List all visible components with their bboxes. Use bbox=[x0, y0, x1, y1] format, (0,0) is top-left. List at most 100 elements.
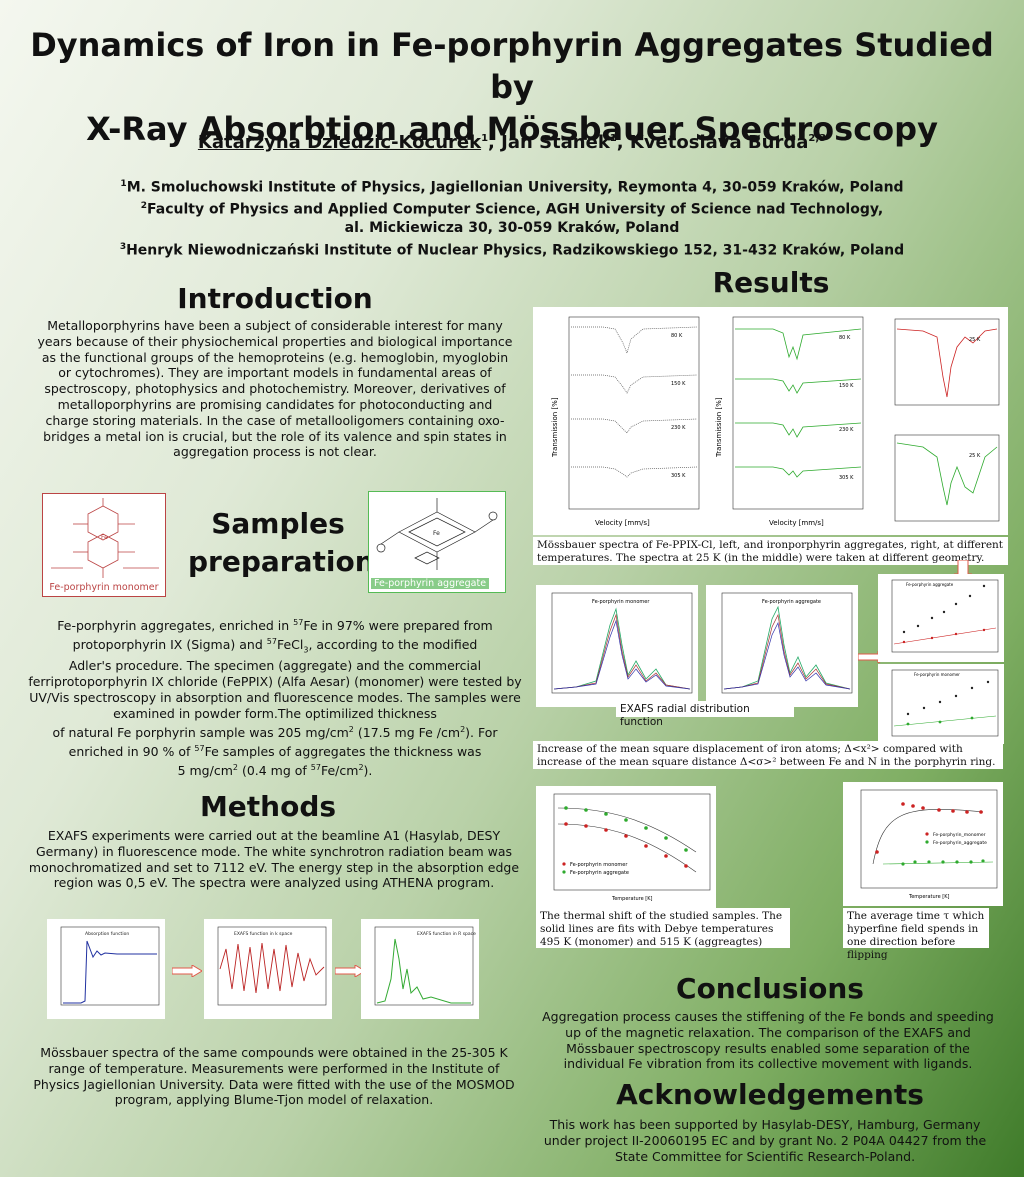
exafs-r-plot-title: EXAFS function in R space bbox=[417, 931, 476, 937]
samples-sup-2c: 2 bbox=[232, 762, 238, 772]
samples-text-8c: ). For bbox=[465, 724, 498, 740]
methods-text-1: EXAFS experiments were carried out at th… bbox=[28, 828, 520, 891]
msd-monomer-title: Fe-porphyrin monomer bbox=[914, 672, 960, 677]
samples-text-8b: (17.5 mg Fe /cm bbox=[353, 724, 461, 740]
samples-text-9a: enriched in 90 % of bbox=[68, 743, 195, 759]
affil-2-sup: 2 bbox=[140, 201, 148, 212]
samples-sup-57a: 57 bbox=[293, 618, 304, 627]
moss-left-plot: 80 K 150 K 230 K 305 K Transmission [%] … bbox=[551, 316, 700, 527]
svg-text:Fe: Fe bbox=[433, 530, 440, 537]
moss-small-plot-bottom: 25 K bbox=[894, 434, 1000, 522]
samples-sup-57b: 57 bbox=[266, 636, 277, 646]
moss-left-xlabel: Velocity [mm/s] bbox=[595, 519, 650, 527]
exafs-monomer-title: Fe-porphyrin monomer bbox=[592, 599, 650, 605]
author-3-sup: 2,3 bbox=[808, 133, 827, 144]
arrow-2 bbox=[334, 962, 366, 978]
introduction-heading: Introduction bbox=[177, 282, 373, 315]
samples-heading-line-1: Samples bbox=[211, 507, 345, 540]
moss-right-temp-3: 305 K bbox=[839, 475, 854, 481]
moss-right-temp-1: 150 K bbox=[839, 383, 854, 389]
samples-text-2c: , according to the modified bbox=[308, 637, 478, 653]
thermal-legend-1: Fe-porphyrin aggregate bbox=[570, 870, 629, 876]
samples-sup-2d: 2 bbox=[358, 762, 364, 772]
samples-text-1b: Fe in 97% were prepared from bbox=[303, 618, 493, 634]
moss-right-temp-0: 80 K bbox=[839, 335, 851, 341]
affil-2: Faculty of Physics and Applied Computer … bbox=[147, 201, 884, 218]
tau-legend-0: Fe-porphyrin_monomer bbox=[933, 832, 986, 838]
affiliations: 1M. Smoluchowski Institute of Physics, J… bbox=[60, 175, 964, 260]
moss-right-plot: 80 K 150 K 230 K 305 K Transmission [%] … bbox=[715, 316, 864, 527]
tau-caption: The average time τ which hyperfine field… bbox=[843, 908, 989, 961]
moss-left-temp-3: 305 K bbox=[671, 473, 686, 479]
moss-right-ylabel: Transmission [%] bbox=[715, 397, 723, 458]
mossbauer-caption: Mössbauer spectra of Fe-PPIX-Cl, left, a… bbox=[533, 537, 1008, 565]
mossbauer-spectra-panel: 80 K 150 K 230 K 305 K Transmission [%] … bbox=[533, 307, 1008, 535]
samples-text-10b: (0.4 mg of bbox=[237, 762, 311, 778]
svg-text:Fe: Fe bbox=[101, 534, 108, 541]
monomer-label: Fe-porphyrin monomer bbox=[49, 582, 159, 593]
msd-caption: Increase of the mean square displacement… bbox=[533, 741, 1003, 769]
author-1-sup: 1 bbox=[481, 133, 489, 144]
moss-left-ylabel: Transmission [%] bbox=[551, 397, 559, 458]
moss-left-temp-2: 230 K bbox=[671, 425, 686, 431]
samples-sup-2b: 2 bbox=[460, 724, 466, 734]
samples-sub-3: 3 bbox=[303, 645, 309, 655]
affil-4-sup: 3 bbox=[119, 241, 127, 252]
affil-1: M. Smoluchowski Institute of Physics, Ja… bbox=[126, 179, 904, 196]
samples-text-10a: 5 mg/cm bbox=[177, 762, 233, 778]
monomer-structure-image: Fe Fe-porphyrin monomer bbox=[42, 493, 166, 597]
author-2: Jan Stanek bbox=[501, 132, 610, 153]
exafs-aggregate-title: Fe-porphyrin aggregate bbox=[762, 599, 821, 605]
results-heading: Results bbox=[712, 266, 830, 299]
moss-right-temp-2: 230 K bbox=[839, 427, 854, 433]
msd-aggregate-title: Fe-porphyrin aggregate bbox=[906, 582, 954, 587]
methods-heading: Methods bbox=[199, 790, 337, 823]
conclusions-text: Aggregation process causes the stiffenin… bbox=[542, 1009, 994, 1072]
exafs-aggregate-plot: Fe-porphyrin aggregate bbox=[706, 585, 858, 707]
samples-text-10d: ). bbox=[363, 762, 373, 778]
samples-text-8a: of natural Fe porphyrin sample was 205 m… bbox=[52, 724, 349, 740]
absorption-plot: Absorption function bbox=[47, 919, 165, 1019]
samples-text-2b: FeCl bbox=[276, 637, 304, 653]
author-3: Kvetoslava Burda bbox=[629, 132, 809, 153]
thermal-xlabel: Temperature [K] bbox=[611, 896, 652, 902]
tau-xlabel: Temperature [K] bbox=[908, 894, 949, 900]
samples-text-10c: Fe/cm bbox=[320, 762, 359, 778]
samples-text-9b: Fe samples of aggregates the thickness w… bbox=[204, 743, 482, 759]
affil-1-sup: 1 bbox=[120, 179, 127, 189]
moss-left-temp-0: 80 K bbox=[671, 333, 683, 339]
msd-aggregate-plot: Fe-porphyrin aggregate bbox=[878, 574, 1004, 662]
exafs-monomer-plot: Fe-porphyrin monomer bbox=[536, 585, 698, 707]
title-line-1: Dynamics of Iron in Fe-porphyrin Aggrega… bbox=[30, 26, 994, 106]
moss-small-temp-top: 25 K bbox=[969, 337, 981, 343]
affil-4: Henryk Niewodniczański Institute of Nucl… bbox=[126, 242, 905, 259]
aggregate-label: Fe-porphyrin aggregate bbox=[371, 578, 490, 589]
moss-small-temp-bottom: 25 K bbox=[969, 453, 981, 459]
conclusions-heading: Conclusions bbox=[676, 972, 864, 1005]
samples-sup-2a: 2 bbox=[348, 724, 354, 734]
affil-3: al. Mickiewicza 30, 30-059 Kraków, Polan… bbox=[344, 220, 680, 237]
thermal-caption: The thermal shift of the studied samples… bbox=[536, 908, 790, 948]
title-line-2: X-Ray Absorbtion and Mössbauer Spectrosc… bbox=[86, 110, 938, 148]
samples-text-3: Adler's procedure. The specimen (aggrega… bbox=[28, 658, 522, 721]
arrow-1 bbox=[171, 962, 203, 978]
samples-text: Fe-porphyrin aggregates, enriched in 57F… bbox=[28, 615, 522, 778]
exafs-k-plot-title: EXAFS function in k space bbox=[234, 931, 293, 937]
samples-sup-57d: 57 bbox=[310, 762, 321, 772]
samples-text-1a: Fe-porphyrin aggregates, enriched in bbox=[57, 618, 294, 634]
aggregate-structure-image: Fe Fe-porphyrin aggregate bbox=[368, 491, 506, 593]
author-1: Katarzyna Dziedzic-Kocurek bbox=[197, 132, 482, 153]
author-2-sup: 1 bbox=[609, 133, 617, 144]
acknowledgements-heading: Acknowledgements bbox=[616, 1078, 924, 1111]
moss-small-plot-top: 25 K bbox=[894, 318, 1000, 406]
exafs-r-plot: EXAFS function in R space bbox=[361, 919, 479, 1019]
moss-right-xlabel: Velocity [mm/s] bbox=[769, 519, 824, 527]
thermal-shift-plot: Fe-porphyrin monomer Fe-porphyrin aggreg… bbox=[536, 786, 716, 908]
thermal-legend-0: Fe-porphyrin monomer bbox=[570, 862, 628, 868]
msd-monomer-plot: Fe-porphyrin monomer bbox=[878, 664, 1004, 744]
absorption-plot-title: Absorption function bbox=[85, 931, 129, 937]
samples-heading-line-2: preparation bbox=[188, 545, 375, 578]
tau-plot: Fe-porphyrin_monomer Fe-porphyrin_aggreg… bbox=[843, 782, 1003, 906]
samples-heading: Samples preparation bbox=[188, 505, 375, 581]
exafs-caption: EXAFS radial distribution function bbox=[616, 701, 794, 728]
